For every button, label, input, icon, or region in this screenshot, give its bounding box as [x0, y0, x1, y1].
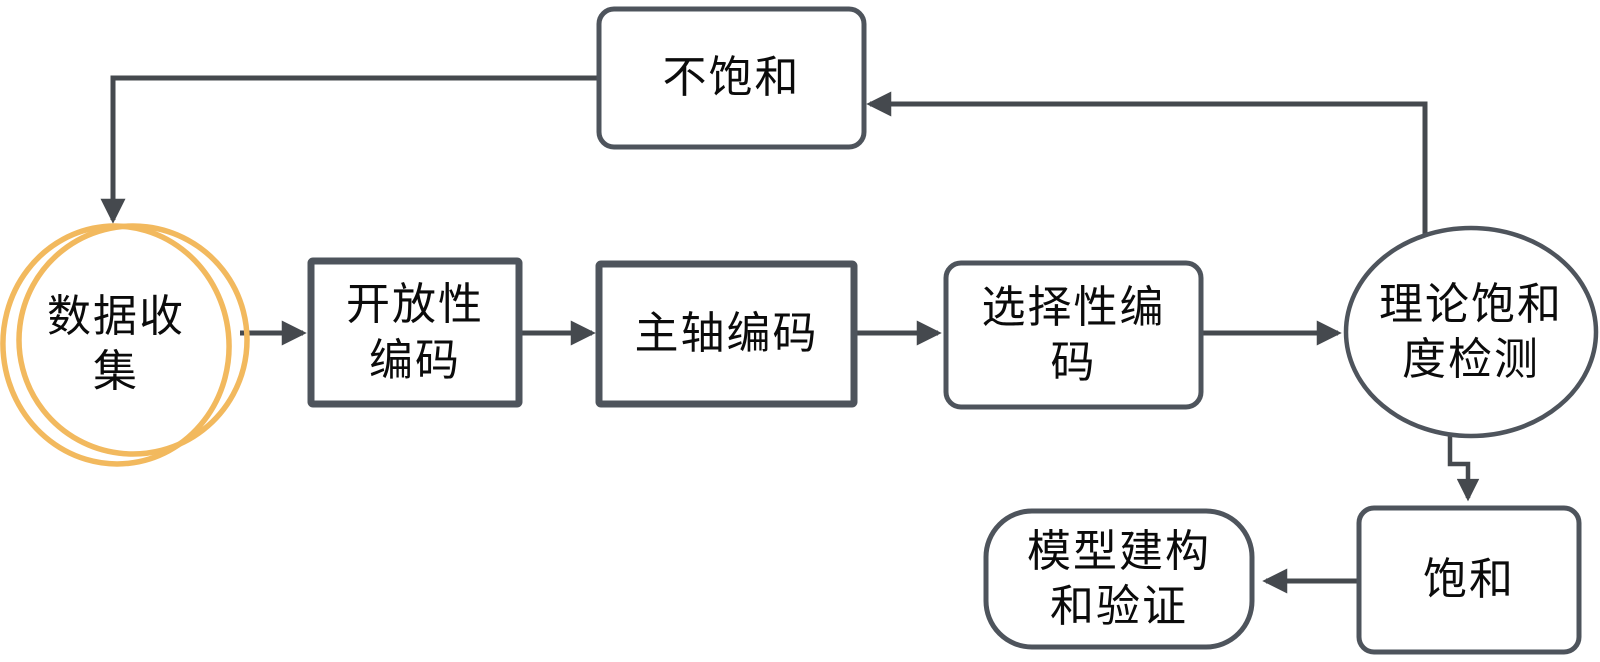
arrow-saturation-test-to-unsaturated: [866, 91, 1428, 235]
arrow-saturation-test-to-saturated: [1447, 434, 1480, 502]
arrow-unsaturated-to-data-collection: [100, 75, 599, 224]
open-coding-box: [307, 257, 523, 408]
selective-coding-box: [943, 260, 1204, 410]
data-collection-highlight-ring-outer: [0, 223, 232, 467]
saturation-test-ellipse: [1343, 225, 1599, 439]
data-collection-highlight-ring-inner: [16, 223, 250, 457]
model-construction-box: [983, 508, 1255, 650]
saturated-box: [1356, 505, 1582, 655]
unsaturated-box: [596, 6, 867, 150]
axial-coding-box: [595, 260, 858, 408]
